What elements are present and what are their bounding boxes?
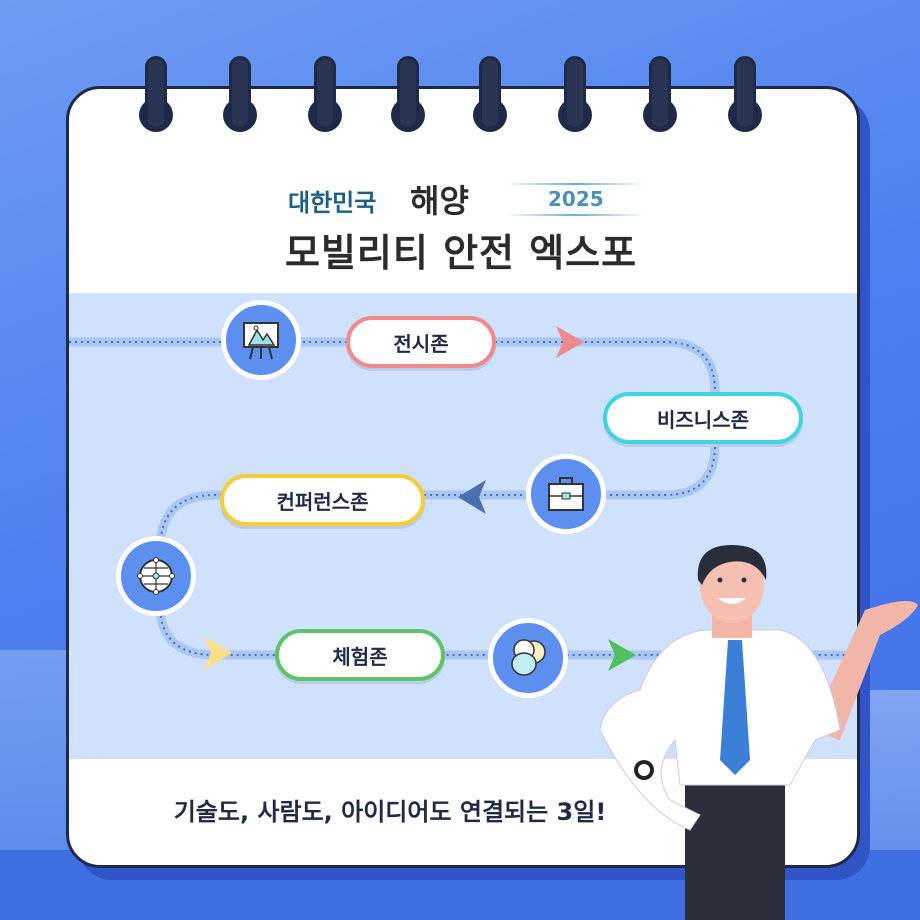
easel-icon: [243, 322, 279, 360]
ring: [649, 56, 671, 130]
ring: [229, 56, 251, 130]
business-icon-circle: [526, 454, 606, 534]
year-line-bottom: [505, 214, 645, 216]
arrow-right-icon: [204, 636, 232, 670]
exhibition-icon-circle: [221, 300, 301, 380]
title-marine: 해양: [410, 182, 469, 220]
tagline: 기술도, 사람도, 아이디어도 연결되는 3일!: [173, 798, 607, 826]
year: 2025: [548, 187, 604, 211]
zone-pill-exhibition[interactable]: 전시존: [346, 316, 496, 368]
arrow-right-icon: [608, 639, 636, 671]
globe-network-icon: [137, 557, 175, 595]
year-line-top: [505, 183, 645, 185]
title-korea: 대한민국: [288, 189, 377, 217]
arrow-left-icon: [458, 480, 486, 514]
presenter-illustration: [599, 545, 918, 920]
background-city-left: [0, 650, 70, 850]
ring: [479, 56, 501, 130]
zone-pill-experience[interactable]: 체험존: [275, 629, 445, 681]
conference-icon-circle: [116, 536, 196, 616]
title-main: 모빌리티 안전 엑스포: [285, 231, 638, 275]
ring: [564, 56, 586, 130]
ring: [314, 56, 336, 130]
briefcase-icon: [548, 477, 584, 511]
ring: [397, 56, 419, 130]
background-crane-right: [870, 690, 920, 850]
zone-pill-conference[interactable]: 컨퍼런스존: [220, 474, 425, 526]
experience-icon-circle: [488, 618, 568, 698]
ring: [145, 56, 167, 130]
speech-bubbles-icon: [511, 639, 546, 676]
arrow-right-icon: [556, 326, 584, 358]
ring: [734, 56, 756, 130]
zone-pill-business[interactable]: 비즈니스존: [603, 392, 803, 444]
